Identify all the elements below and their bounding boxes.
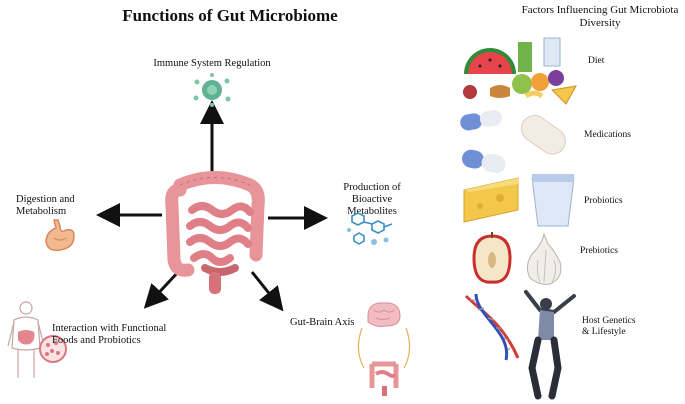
factors-title-line1: Factors Influencing Gut Microbiota [521, 4, 679, 16]
factors-title-line2: Diversity [579, 17, 621, 29]
human-body-icon [7, 301, 45, 378]
arrow-down-left [143, 268, 182, 309]
label-diet: Diet [588, 56, 605, 66]
label-functional-line1: Interaction with Functional [52, 323, 167, 334]
intestine-icon [165, 171, 265, 294]
food-icon [463, 37, 577, 105]
label-immune: Immune System Regulation [153, 58, 271, 69]
magnified-intestine-icon [39, 335, 67, 363]
gut-brain-axis-icon [357, 302, 411, 396]
label-probiotics: Probiotics [584, 196, 623, 206]
immune-cell-icon [193, 73, 231, 107]
arrow-down-right [250, 271, 284, 312]
stomach-icon [45, 219, 75, 252]
factors-title: Factors Influencing Gut Microbiota Diver… [520, 4, 680, 30]
label-host: Host Genetics & Lifestyle [582, 316, 662, 338]
label-bioactive-line1: Production of Bioactive [343, 182, 401, 205]
label-digestion: Digestion and Metabolism [16, 194, 75, 217]
label-gut-brain: Gut-Brain Axis [290, 317, 355, 328]
label-medications: Medications [584, 130, 631, 140]
diagram-title: Functions of Gut Microbiome [122, 6, 338, 25]
pills-icon [460, 109, 566, 174]
label-host-line2: & Lifestyle [582, 327, 626, 337]
apple-garlic-icon [472, 232, 562, 285]
label-prebiotics: Prebiotics [580, 246, 618, 256]
label-functional-line2: Foods and Probiotics [52, 335, 141, 346]
label-bioactive: Production of Bioactive Metabolites [322, 182, 422, 218]
label-host-line1: Host Genetics [582, 316, 636, 326]
exercising-woman-icon [524, 290, 576, 400]
label-functional: Interaction with Functional Foods and Pr… [52, 323, 172, 347]
label-bioactive-line2: Metabolites [347, 206, 397, 217]
dna-icon [464, 293, 520, 361]
molecules-icon [347, 212, 393, 245]
cheese-yogurt-icon [463, 174, 575, 227]
